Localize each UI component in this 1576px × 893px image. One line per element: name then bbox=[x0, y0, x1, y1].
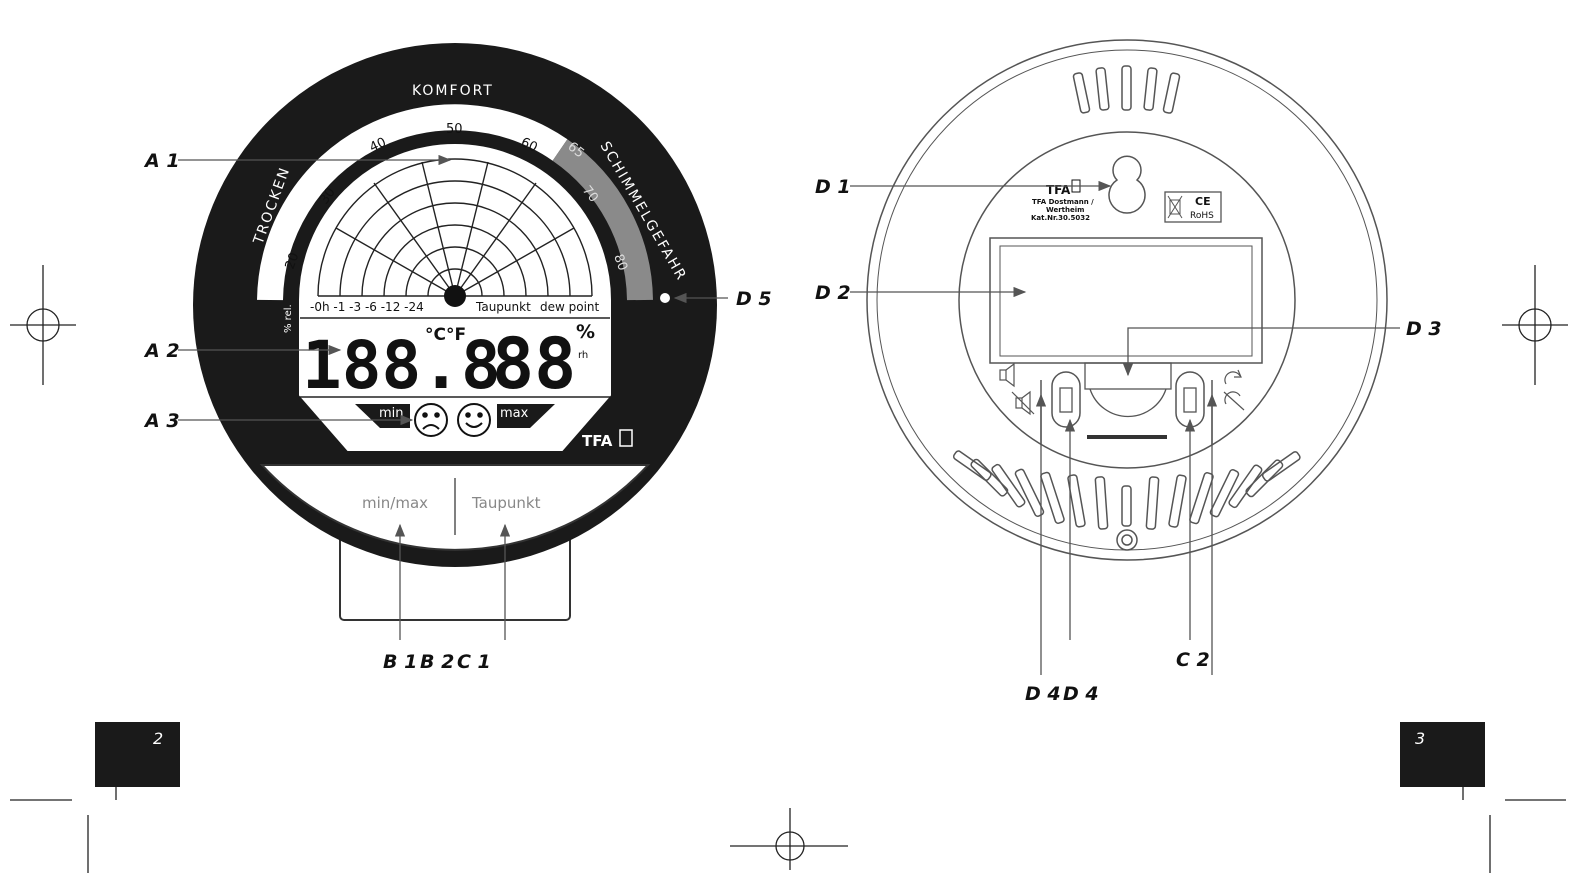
comfort-radar-grid bbox=[317, 158, 593, 297]
taupunkt-text: Taupunkt bbox=[475, 300, 531, 314]
callout-d2: D 2 bbox=[815, 282, 851, 304]
callout-d4-right: D 4 bbox=[1063, 683, 1099, 705]
humidity-unit: % bbox=[576, 321, 595, 343]
weee-bin-icon bbox=[1167, 195, 1183, 219]
tick-20: 20 bbox=[283, 251, 303, 272]
tick-50: 50 bbox=[446, 122, 463, 137]
screw-hole-inner bbox=[1121, 534, 1133, 546]
speaker-off-icon bbox=[1011, 390, 1035, 416]
maker-line-2: Wertheim bbox=[1046, 206, 1084, 214]
refresh-off-icon bbox=[1223, 391, 1245, 411]
callout-a3: A 3 bbox=[143, 410, 180, 432]
callout-d5: D 5 bbox=[736, 288, 772, 310]
callout-a1: A 1 bbox=[143, 150, 180, 172]
sensor-dot bbox=[660, 293, 670, 303]
dew-point-text: dew point bbox=[540, 300, 600, 314]
callout-c1: C 1 bbox=[457, 651, 491, 673]
brand-mark-icon bbox=[619, 429, 633, 447]
back-outer-ring bbox=[866, 39, 1388, 561]
back-outer-ring-inner bbox=[876, 49, 1378, 551]
max-badge bbox=[497, 404, 555, 428]
switch-right-knob bbox=[1183, 387, 1197, 413]
dew-hours: -0h -1 -3 -6 -12 -24 bbox=[310, 300, 424, 314]
switch-left-knob bbox=[1059, 387, 1073, 413]
callout-b2: B 2 bbox=[420, 651, 454, 673]
switch-right[interactable] bbox=[1175, 371, 1205, 428]
humidity-readout: 88 bbox=[492, 323, 576, 405]
bottom-vents bbox=[952, 450, 1301, 530]
page-block-right bbox=[1400, 722, 1485, 787]
radar-center-dot bbox=[444, 285, 466, 307]
max-label: max bbox=[500, 406, 529, 421]
scale-band bbox=[257, 104, 568, 301]
switch-left[interactable] bbox=[1051, 371, 1081, 428]
top-vents bbox=[1072, 65, 1181, 114]
callout-a2: A 2 bbox=[143, 340, 180, 362]
tick-40: 40 bbox=[367, 135, 388, 156]
hanging-hole bbox=[1108, 155, 1146, 214]
back-callouts: D 1 D 2 D 3 D 4 D 4 C 2 bbox=[815, 176, 1442, 705]
back-device bbox=[866, 39, 1388, 561]
callout-d4-left: D 4 bbox=[1025, 683, 1061, 705]
refresh-icon bbox=[1224, 369, 1242, 385]
tick-80: 80 bbox=[610, 252, 630, 273]
sad-face-icon bbox=[414, 403, 448, 437]
callout-d3: D 3 bbox=[1406, 318, 1442, 340]
callout-c2: C 2 bbox=[1176, 649, 1210, 671]
speaker-icon bbox=[999, 362, 1015, 388]
compliance-box bbox=[1164, 191, 1222, 223]
humidity-sub: rh bbox=[578, 350, 588, 361]
happy-face-icon bbox=[457, 403, 491, 437]
rohs-mark: RoHS bbox=[1190, 211, 1214, 221]
min-badge bbox=[355, 404, 410, 428]
callout-d1: D 1 bbox=[815, 176, 851, 198]
kat-nr: Kat.Nr.30.5032 bbox=[1031, 214, 1090, 222]
battery-compartment-inner bbox=[999, 245, 1253, 357]
front-device: KOMFORT TROCKEN SCHIMMELGEFAHR 20 30 40 … bbox=[193, 43, 717, 621]
callout-b1: B 1 bbox=[383, 651, 417, 673]
screw-hole bbox=[1116, 529, 1138, 551]
min-label: min bbox=[379, 406, 404, 421]
temperature-unit: °C°F bbox=[425, 325, 466, 345]
back-brand-logo: TFA bbox=[1046, 183, 1071, 197]
tick-60: 60 bbox=[518, 135, 539, 156]
maker-line-1: TFA Dostmann / bbox=[1032, 198, 1094, 206]
komfort-label: KOMFORT bbox=[412, 83, 494, 99]
mold-zone-band bbox=[552, 139, 653, 301]
ce-mark: CE bbox=[1195, 195, 1211, 208]
min-max-button[interactable]: min/max bbox=[362, 494, 428, 512]
temperature-readout: 188.8 bbox=[302, 327, 501, 404]
battery-compartment bbox=[989, 237, 1263, 364]
back-inner-plate bbox=[958, 131, 1296, 469]
battery-lid-curve bbox=[1089, 388, 1167, 418]
taupunkt-button[interactable]: Taupunkt bbox=[471, 494, 541, 512]
rel-humidity-label: % rel. bbox=[283, 304, 294, 333]
front-callouts: A 1 A 2 A 3 D 5 B 1 B 2 C 1 bbox=[143, 150, 772, 673]
page-block-left bbox=[95, 722, 180, 787]
front-brand-logo: TFA bbox=[582, 432, 613, 450]
page-number-right: 3 bbox=[1415, 729, 1425, 748]
page-number-left: 2 bbox=[153, 729, 163, 748]
